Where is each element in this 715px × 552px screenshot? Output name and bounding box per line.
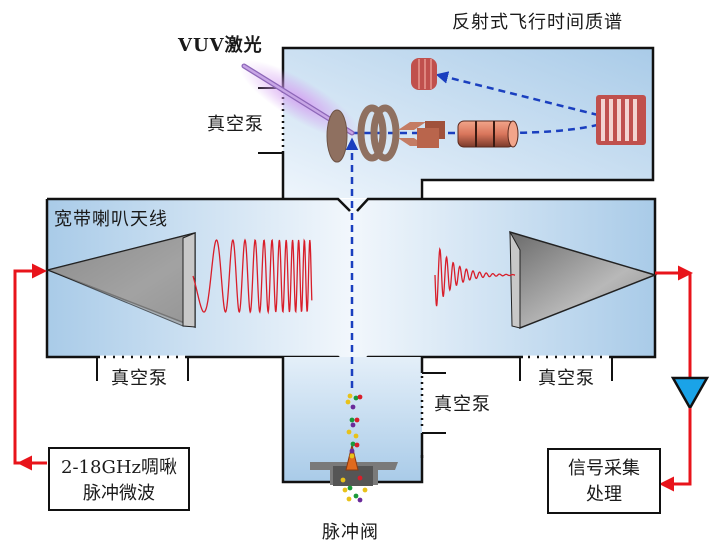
molecule-particle [350,441,356,447]
molecule-particle [362,487,368,493]
chirp-source-line1: 2-18GHz啁啾 [61,457,177,478]
molecule-particle [346,429,352,435]
vuv-laser-label: VUV激光 [178,35,263,56]
fid-decay-signal [434,246,516,307]
molecule-particle [346,496,352,502]
molecule-particle [347,393,353,399]
molecule-particle [340,477,346,483]
signal-processing-line1: 信号采集 [568,458,640,479]
amplifier-icon [670,376,710,411]
molecule-particle [350,404,356,410]
molecule-particle [345,399,351,405]
ion-detector [411,58,437,90]
signal-processing-line2: 处理 [586,484,622,505]
molecule-particle [354,417,360,423]
molecule-particle [349,448,355,454]
molecule-particle [347,485,353,491]
vacuum-pump-label-right: 真空泵 [538,368,595,389]
vacuum-pump-label-left: 真空泵 [111,368,168,389]
vacuum-pump-label-valve: 真空泵 [434,394,491,415]
chirped-microwave-wave [192,238,313,315]
molecule-particle [357,475,363,481]
drift-tube [457,120,519,148]
pulse-valve-label: 脉冲阀 [322,522,379,543]
molecule-particle [353,493,359,499]
molecule-particle [357,497,363,503]
reflectron [596,95,646,145]
molecule-particle [342,487,348,493]
chirp-source-line2: 脉冲微波 [83,483,155,504]
signal-processing-box: 信号采集 处理 [547,448,661,514]
molecule-particle [350,422,356,428]
molecule-particle [349,453,355,459]
molecule-particle [353,433,359,439]
molecule-particle [357,394,363,400]
molecule-particle [349,417,355,423]
molecule-particle [354,442,360,448]
tof-ms-label: 反射式飞行时间质谱 [452,12,623,33]
molecule-particle [353,395,359,401]
horn-antenna-tx [45,232,196,329]
signal-wiring [13,263,710,492]
chirp-source-box: 2-18GHz啁啾 脉冲微波 [48,447,190,511]
horn-antenna-label: 宽带喇叭天线 [54,209,168,230]
molecular-beam [340,393,368,503]
ion-flight-path [345,71,611,388]
ion-optics [326,104,519,163]
vacuum-pump-label-tof: 真空泵 [207,114,264,135]
horn-antenna-rx [509,230,658,330]
